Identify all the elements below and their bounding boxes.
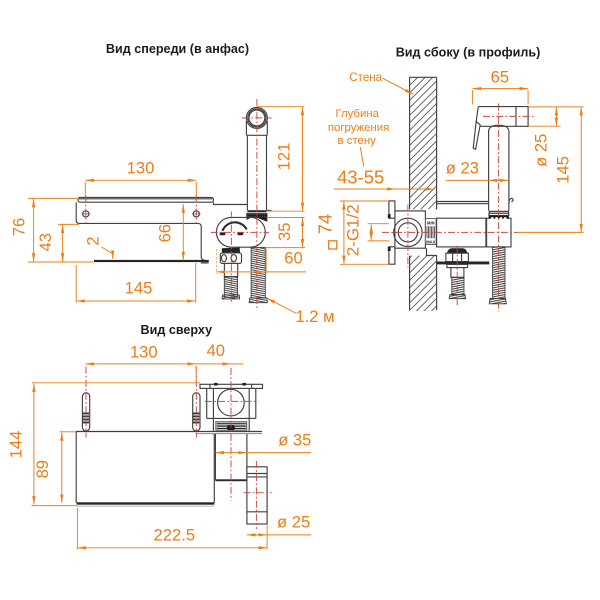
svg-text:40: 40 — [207, 341, 225, 360]
svg-text:66: 66 — [156, 224, 175, 242]
svg-text:130: 130 — [127, 159, 155, 178]
svg-text:Вид сбоку (в профиль): Вид сбоку (в профиль) — [396, 46, 541, 60]
svg-text:43-55: 43-55 — [337, 167, 384, 188]
svg-text:60: 60 — [284, 249, 302, 268]
svg-text:2-G1/2: 2-G1/2 — [343, 204, 362, 256]
svg-text:в стену: в стену — [338, 135, 377, 147]
svg-text:Вид сверху: Вид сверху — [140, 323, 212, 337]
svg-text:погружения: погружения — [328, 122, 389, 134]
svg-text:144: 144 — [7, 431, 26, 459]
svg-text:145: 145 — [125, 279, 153, 298]
svg-text:Стена: Стена — [349, 71, 382, 84]
svg-text:76: 76 — [10, 218, 29, 236]
svg-text:145: 145 — [554, 156, 573, 184]
svg-text:ø 25: ø 25 — [531, 134, 550, 167]
svg-text:ø 35: ø 35 — [278, 430, 311, 449]
svg-text:65: 65 — [491, 68, 509, 87]
svg-text:ø 23: ø 23 — [446, 158, 479, 177]
svg-text:89: 89 — [33, 460, 52, 478]
svg-text:1.2 м: 1.2 м — [295, 307, 334, 326]
svg-text:Глубина: Глубина — [335, 108, 379, 120]
svg-text:2: 2 — [84, 236, 103, 245]
svg-text:121: 121 — [275, 143, 294, 171]
svg-text:ø 25: ø 25 — [277, 513, 310, 532]
svg-text:130: 130 — [130, 343, 158, 362]
svg-text:35: 35 — [275, 223, 294, 241]
svg-text:222.5: 222.5 — [154, 525, 196, 544]
svg-text:Вид спереди (в анфас): Вид спереди (в анфас) — [106, 42, 249, 56]
svg-text:74: 74 — [315, 214, 336, 234]
svg-text:MIN: MIN — [427, 220, 435, 225]
svg-text:43: 43 — [36, 233, 55, 251]
svg-text:MAX: MAX — [426, 240, 435, 245]
